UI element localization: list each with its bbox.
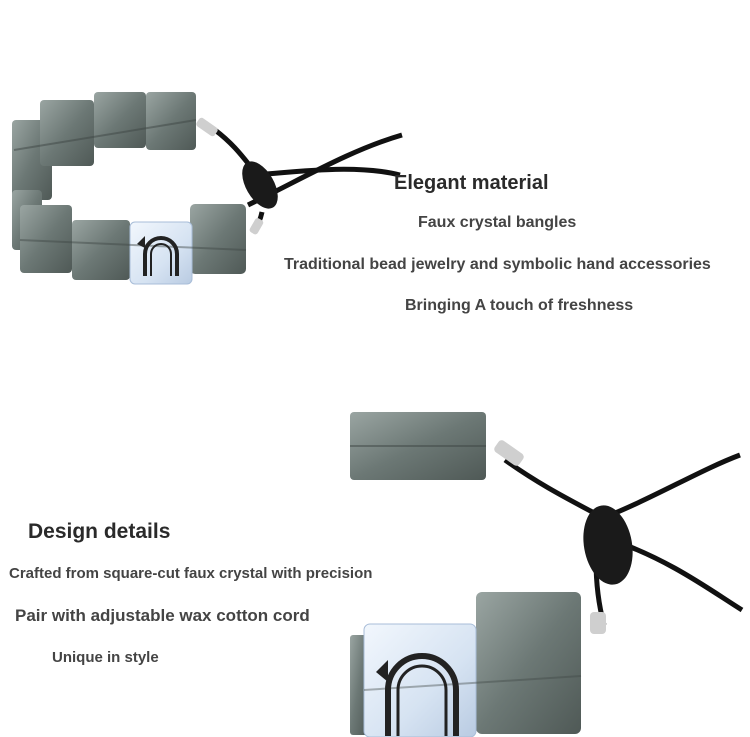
crystal-beads-bottom	[350, 412, 582, 737]
top-heading: Elegant material	[394, 172, 549, 194]
bottom-heading: Design details	[28, 520, 171, 543]
cord-bottom	[494, 440, 744, 634]
crystal-beads-top	[12, 92, 247, 285]
top-line-2: Traditional bead jewelry and symbolic ha…	[284, 256, 711, 273]
top-line-1: Faux crystal bangles	[418, 214, 577, 231]
horseshoe-icon-bottom	[376, 653, 459, 736]
cord-top	[196, 117, 403, 235]
bottom-line-2: Pair with adjustable wax cotton cord	[15, 606, 310, 625]
bottom-line-3: Unique in style	[52, 649, 159, 666]
top-line-3: Bringing A touch of freshness	[405, 297, 634, 314]
horseshoe-icon	[137, 236, 179, 276]
bottom-line-1: Crafted from square-cut faux crystal wit…	[9, 565, 373, 582]
